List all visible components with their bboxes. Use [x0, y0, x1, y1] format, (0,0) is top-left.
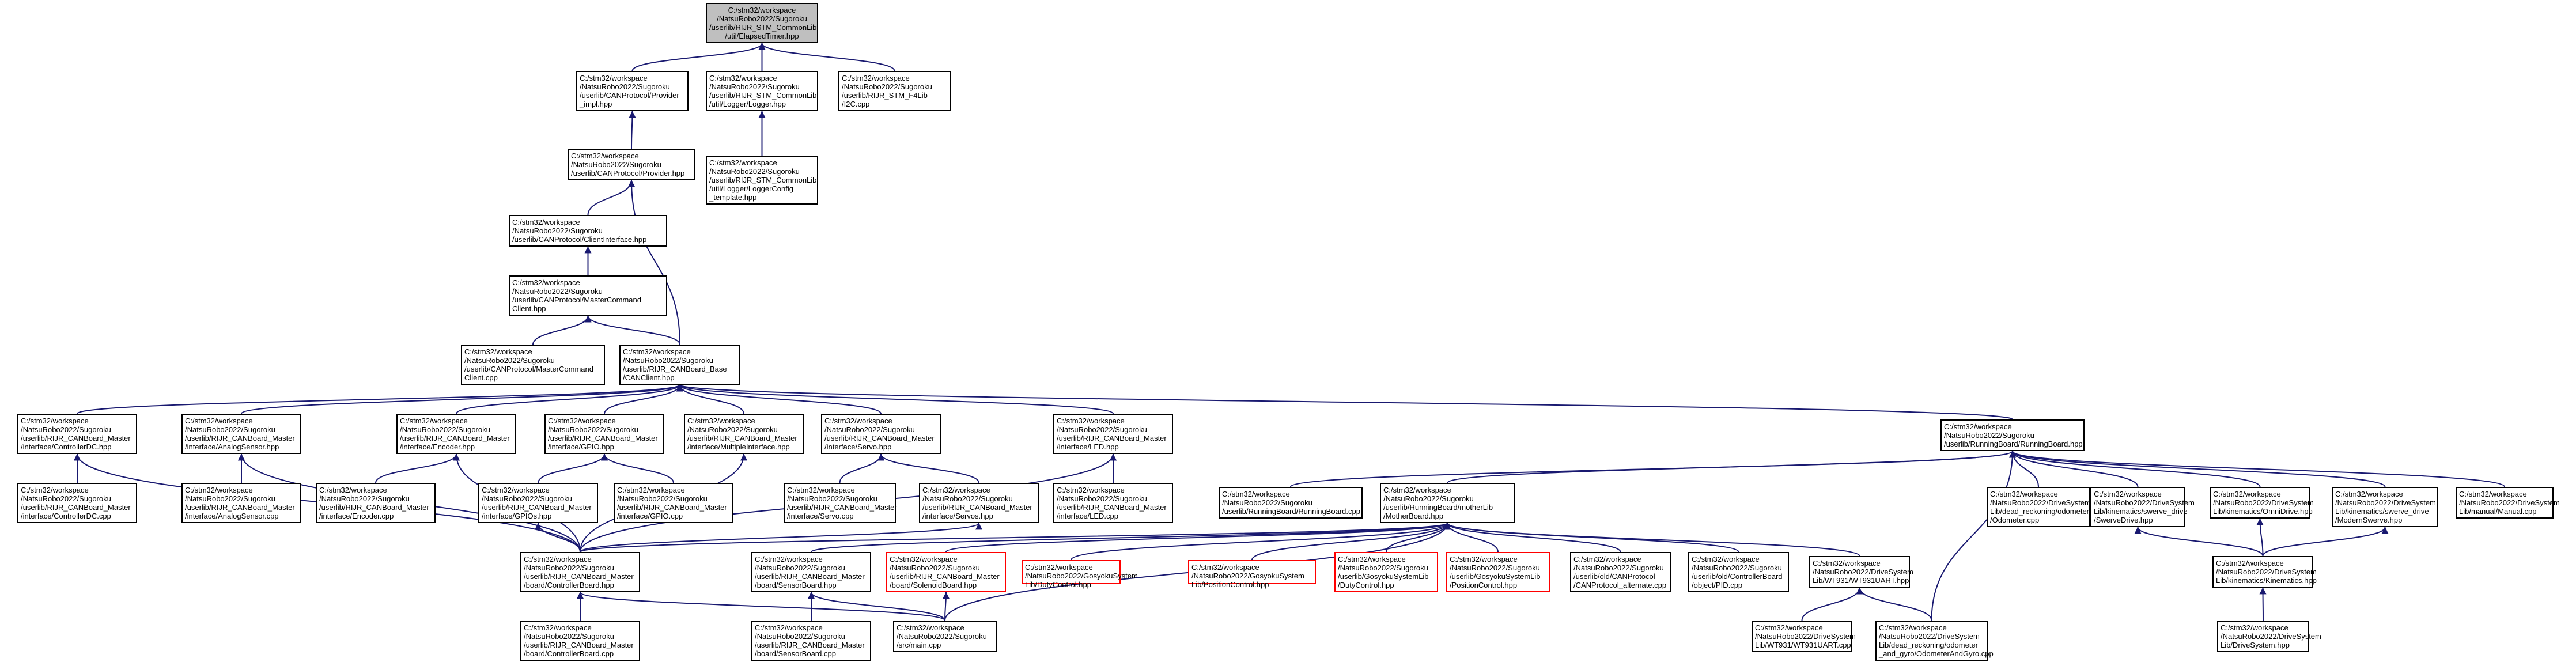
dependency-edge-n49-to-n43	[2259, 587, 2267, 621]
dependency-edge-n32-to-n17	[2009, 451, 2505, 487]
graph-node[interactable]: C:/stm32/workspace /NatsuRobo2022/Sugoro…	[576, 71, 689, 111]
graph-node[interactable]: C:/stm32/workspace /NatsuRobo2022/Sugoro…	[17, 483, 137, 523]
graph-node[interactable]: C:/stm32/workspace /NatsuRobo2022/Gosyok…	[1188, 560, 1316, 589]
graph-node[interactable]: C:/stm32/workspace /NatsuRobo2022/Sugoro…	[568, 149, 695, 180]
graph-node[interactable]: C:/stm32/workspace /NatsuRobo2022/Sugoro…	[1053, 483, 1173, 523]
dependency-edge-n36-to-n27	[1071, 523, 1451, 561]
graph-node[interactable]: C:/stm32/workspace /NatsuRobo2022/Sugoro…	[1053, 414, 1173, 454]
dependency-edge-n34-to-n27	[811, 523, 1451, 553]
graph-node[interactable]: C:/stm32/workspace /NatsuRobo2022/Sugoro…	[509, 275, 667, 316]
graph-node[interactable]: C:/stm32/workspace /NatsuRobo2022/DriveS…	[1987, 487, 2091, 527]
dependency-edge-n16-to-n9	[676, 384, 1114, 414]
dependency-edge-n20-to-n12	[375, 453, 460, 483]
dependency-edge-n33-to-n21	[535, 523, 581, 553]
graph-node[interactable]: C:/stm32/workspace /NatsuRobo2022/Gosyok…	[1022, 560, 1138, 589]
dependency-edge-n11-to-n9	[241, 384, 683, 414]
dependency-edge-n48-to-n17	[1931, 451, 2016, 621]
graph-node[interactable]: C:/stm32/workspace /NatsuRobo2022/Sugoro…	[1570, 552, 1671, 592]
graph-node[interactable]: C:/stm32/workspace /NatsuRobo2022/Sugoro…	[17, 414, 137, 454]
graph-node[interactable]: C:/stm32/workspace /NatsuRobo2022/Sugoro…	[684, 414, 804, 454]
graph-node[interactable]: C:/stm32/workspace /NatsuRobo2022/Sugoro…	[751, 621, 871, 661]
dependency-edge-n30-to-n17	[2009, 451, 2261, 487]
dependency-edge-n47-to-n42	[1801, 587, 1863, 621]
graph-node[interactable]: C:/stm32/workspace /NatsuRobo2022/DriveS…	[2090, 487, 2195, 527]
graph-node[interactable]: C:/stm32/workspace /NatsuRobo2022/Sugoro…	[838, 71, 951, 111]
graph-node[interactable]: C:/stm32/workspace /NatsuRobo2022/Sugoro…	[1446, 552, 1550, 592]
graph-node[interactable]: C:/stm32/workspace /NatsuRobo2022/Sugoro…	[316, 483, 436, 523]
graph-node[interactable]: C:/stm32/workspace /NatsuRobo2022/Sugoro…	[893, 621, 997, 652]
graph-node[interactable]: C:/stm32/workspace /NatsuRobo2022/DriveS…	[2456, 487, 2560, 519]
dependency-edge-n35-to-n27	[945, 523, 1451, 553]
dependency-edge-n17-to-n9	[676, 384, 2013, 420]
dependency-edge-n8-to-n7	[532, 315, 592, 345]
dependency-edge-n43-to-n31	[2262, 527, 2389, 557]
graph-node[interactable]: C:/stm32/workspace /NatsuRobo2022/Sugoro…	[919, 483, 1039, 523]
graph-node[interactable]: C:/stm32/workspace /NatsuRobo2022/DriveS…	[1875, 621, 1994, 661]
dependency-edge-n9-to-n7	[584, 315, 680, 345]
graph-node[interactable]: C:/stm32/workspace /NatsuRobo2022/DriveS…	[1752, 621, 1856, 652]
dependency-edge-n31-to-n17	[2009, 451, 2386, 487]
dependency-edge-n46-to-n33	[577, 592, 945, 621]
dependency-edge-n42-to-n27	[1444, 523, 1860, 557]
dependency-edge-n43-to-n30	[2256, 518, 2264, 557]
graph-node[interactable]: C:/stm32/workspace /NatsuRobo2022/Sugoro…	[619, 345, 740, 385]
graph-node[interactable]: C:/stm32/workspace /NatsuRobo2022/DriveS…	[1809, 556, 1913, 588]
graph-node[interactable]: C:/stm32/workspace /NatsuRobo2022/Sugoro…	[706, 71, 818, 111]
graph-node[interactable]: C:/stm32/workspace /NatsuRobo2022/Sugoro…	[886, 552, 1006, 592]
dependency-edge-n46-to-n35	[942, 592, 950, 621]
graph-node[interactable]: C:/stm32/workspace /NatsuRobo2022/Sugoro…	[1334, 552, 1438, 592]
dependency-edge-n48-to-n42	[1856, 587, 1932, 621]
graph-node[interactable]: C:/stm32/workspace /NatsuRobo2022/Sugoro…	[478, 483, 598, 523]
graph-node[interactable]: C:/stm32/workspace /NatsuRobo2022/DriveS…	[2217, 621, 2321, 652]
dependency-edge-n21-to-n13	[538, 453, 608, 483]
dependency-edge-n37-to-n27	[1251, 523, 1451, 561]
graph-node[interactable]: C:/stm32/workspace /NatsuRobo2022/DriveS…	[2332, 487, 2438, 527]
dependency-edge-n33-to-n24	[580, 523, 982, 553]
dependency-edge-n12-to-n9	[456, 384, 683, 414]
dependency-edge-n33-to-n27	[580, 523, 1451, 553]
graph-node[interactable]: C:/stm32/workspace /NatsuRobo2022/Sugoro…	[1380, 483, 1515, 523]
graph-node[interactable]: C:/stm32/workspace /NatsuRobo2022/Sugoro…	[614, 483, 733, 523]
graph-node[interactable]: C:/stm32/workspace /NatsuRobo2022/Sugoro…	[520, 621, 640, 661]
graph-node[interactable]: C:/stm32/workspace /NatsuRobo2022/DriveS…	[2210, 487, 2314, 519]
graph-node[interactable]: C:/stm32/workspace /NatsuRobo2022/Sugoro…	[821, 414, 941, 454]
dependency-edge-n43-to-n29	[2134, 527, 2264, 557]
graph-node[interactable]: C:/stm32/workspace /NatsuRobo2022/Sugoro…	[1940, 419, 2085, 451]
dependency-edge-n40-to-n27	[1444, 523, 1621, 553]
graph-node[interactable]: C:/stm32/workspace /NatsuRobo2022/Sugoro…	[520, 552, 640, 592]
dependency-edge-n46-to-n34	[808, 592, 945, 621]
dependency-edge-n3-to-n0	[758, 43, 895, 71]
dependency-edge-n29-to-n17	[2009, 451, 2139, 487]
graph-node[interactable]: C:/stm32/workspace /NatsuRobo2022/Sugoro…	[181, 483, 301, 523]
dependency-edge-n1-to-n0	[631, 43, 766, 71]
dependency-edge-n22-to-n13	[601, 453, 674, 483]
graph-node[interactable]: C:/stm32/workspace /NatsuRobo2022/Sugoro…	[1219, 487, 1363, 519]
graph-node[interactable]: C:/stm32/workspace /NatsuRobo2022/Sugoro…	[461, 345, 605, 385]
dependency-edge-n15-to-n9	[676, 384, 882, 414]
dependency-edge-n27-to-n17	[1447, 451, 2016, 483]
graph-root-node[interactable]: C:/stm32/workspace /NatsuRobo2022/Sugoro…	[706, 3, 818, 43]
graph-node[interactable]: C:/stm32/workspace /NatsuRobo2022/Sugoro…	[1688, 552, 1789, 592]
dependency-edge-n10-to-n9	[77, 384, 683, 414]
graph-node[interactable]: C:/stm32/workspace /NatsuRobo2022/Sugoro…	[181, 414, 301, 454]
dependency-edge-n6-to-n4	[587, 180, 635, 215]
graph-node[interactable]: C:/stm32/workspace /NatsuRobo2022/Sugoro…	[509, 215, 667, 247]
graph-node[interactable]: C:/stm32/workspace /NatsuRobo2022/Sugoro…	[396, 414, 516, 454]
dependency-edge-n4-to-n1	[629, 111, 636, 149]
graph-node[interactable]: C:/stm32/workspace /NatsuRobo2022/Sugoro…	[751, 552, 871, 592]
dependency-edge-n9-to-n4	[628, 180, 680, 345]
dependency-edge-n23-to-n15	[839, 453, 884, 483]
dependency-edge-n24-to-n15	[877, 453, 979, 483]
graph-node[interactable]: C:/stm32/workspace /NatsuRobo2022/Sugoro…	[784, 483, 897, 523]
graph-node[interactable]: C:/stm32/workspace /NatsuRobo2022/DriveS…	[2212, 556, 2317, 588]
graph-node[interactable]: C:/stm32/workspace /NatsuRobo2022/Sugoro…	[706, 156, 818, 205]
graph-node[interactable]: C:/stm32/workspace /NatsuRobo2022/Sugoro…	[544, 414, 664, 454]
dependency-edge-n13-to-n9	[604, 384, 683, 414]
